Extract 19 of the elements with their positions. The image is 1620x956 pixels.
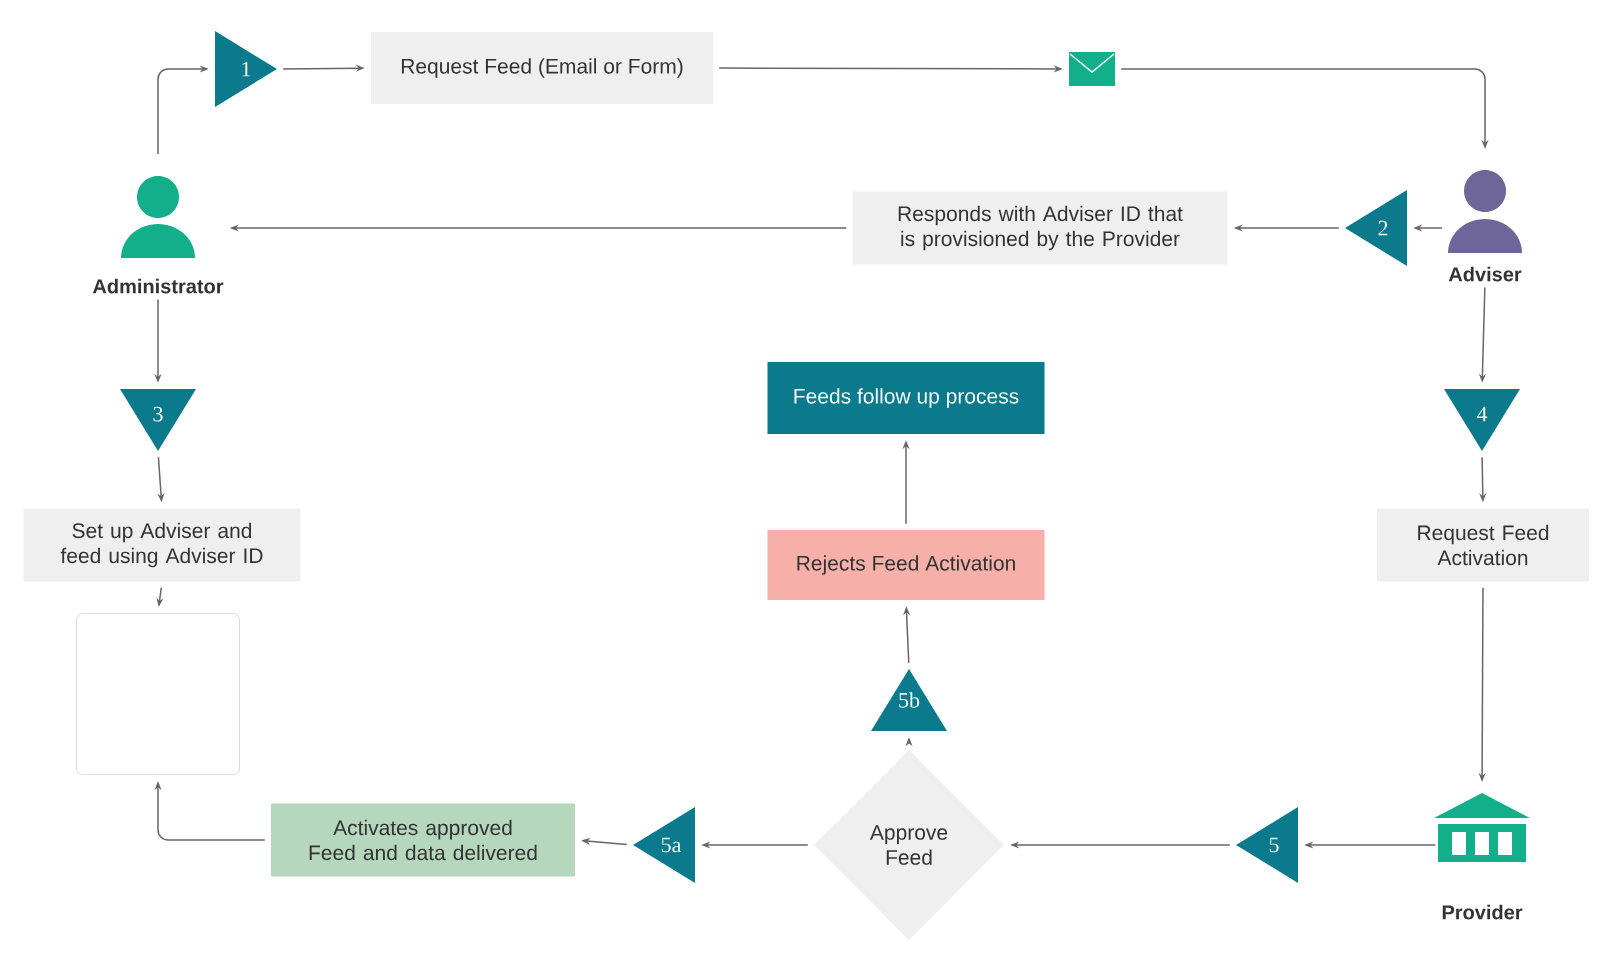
step-triangle: 5b — [871, 669, 947, 731]
process-box: Request Feed Activation — [1377, 508, 1589, 582]
process-box: Set up Adviser and feed using Adviser ID — [23, 508, 301, 582]
process-box: Request Feed (Email or Form) — [371, 32, 713, 104]
role-label: Adviser — [1448, 266, 1522, 282]
process-box: Rejects Feed Activation — [767, 530, 1045, 600]
process-box: Feeds follow up process — [767, 362, 1045, 434]
role-label: Administrator — [92, 278, 224, 294]
step-triangle: 2 — [1345, 190, 1407, 266]
step-triangle: 5a — [633, 807, 695, 883]
step-triangle: 5 — [1236, 807, 1298, 883]
envelope-icon — [1069, 52, 1115, 86]
blank-card — [76, 613, 240, 775]
role-label: Provider — [1442, 904, 1523, 920]
step-triangle: 1 — [215, 31, 277, 107]
step-triangle: 4 — [1444, 389, 1520, 451]
process-box: Responds with Adviser ID that is provisioned by the Provider — [852, 191, 1228, 265]
step-triangle: 3 — [120, 389, 196, 451]
process-box: Activates approved Feed and data delivered — [271, 803, 575, 877]
